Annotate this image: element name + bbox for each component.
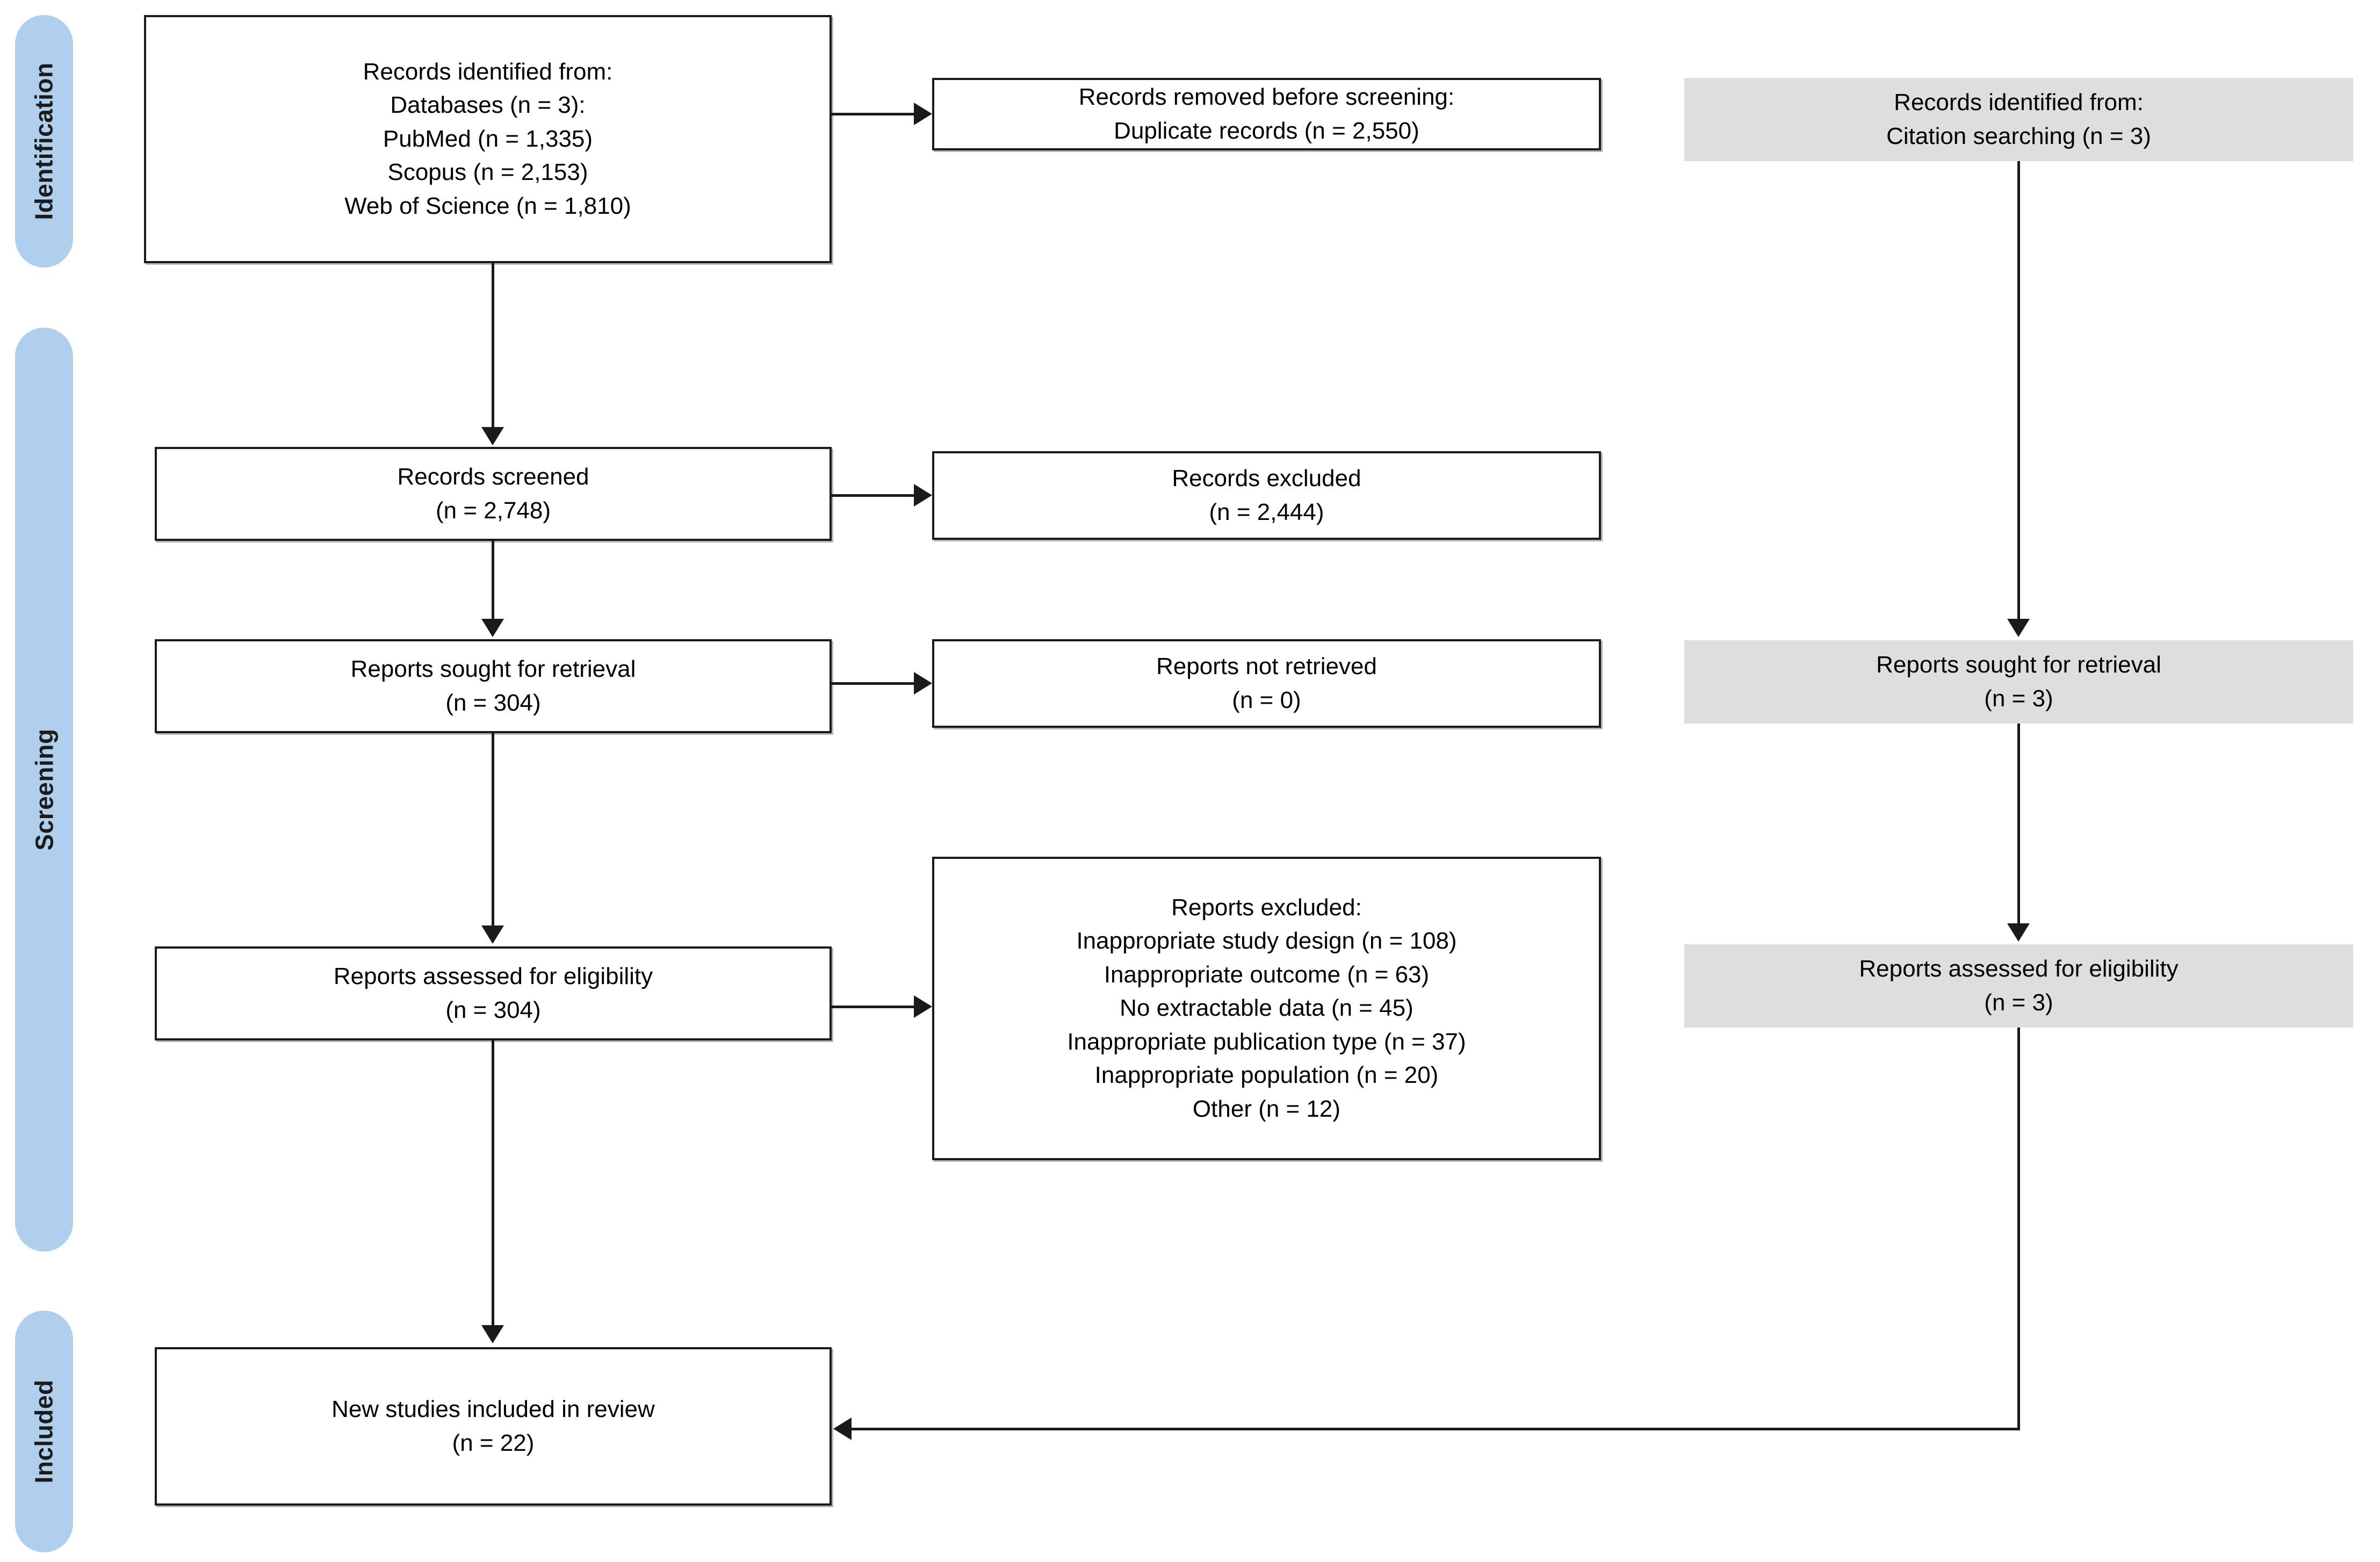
reports-excluded-line-4: Inappropriate publication type (n = 37) [1067,1028,1466,1055]
connector-identified-to-removed [832,113,915,115]
box-reports-excluded: Reports excluded: Inappropriate study de… [932,857,1601,1160]
box-records-screened: Records screened (n = 2,748) [155,447,832,541]
records-identified-citation-line-1: Citation searching (n = 3) [1886,122,2151,149]
box-reports-sought: Reports sought for retrieval (n = 304) [155,639,832,733]
connector-citation-assessed-to-included [852,1428,2019,1430]
arrow-citation-sought-to-assessed [2007,923,2030,942]
box-records-identified: Records identified from: Databases (n = … [144,15,832,263]
records-identified-citation-line-0: Records identified from: [1894,89,2144,116]
records-identified-line-0: Records identified from: [363,58,613,85]
arrow-assessed-to-included [481,1325,504,1343]
records-excluded-line-0: Records excluded [1172,465,1361,492]
records-identified-line-4: Web of Science (n = 1,810) [344,192,631,219]
reports-sought-citation-line-1: (n = 3) [1984,685,2053,712]
records-identified-line-1: Databases (n = 3): [390,92,586,119]
arrow-identified-to-removed [914,103,932,125]
reports-excluded-line-2: Inappropriate outcome (n = 63) [1104,961,1430,988]
box-reports-assessed-citation: Reports assessed for eligibility (n = 3) [1684,944,2353,1028]
box-new-studies-included: New studies included in review (n = 22) [155,1347,832,1506]
records-screened-line-1: (n = 2,748) [435,497,551,524]
records-identified-line-2: PubMed (n = 1,335) [383,125,593,152]
connector-assessed-to-included [492,1040,494,1325]
connector-assessed-to-reports-excluded [832,1006,915,1008]
arrow-screened-to-excluded [914,484,932,507]
reports-assessed-line-0: Reports assessed for eligibility [333,963,653,990]
arrow-sought-to-assessed [481,925,504,944]
reports-not-retrieved-line-0: Reports not retrieved [1156,653,1377,680]
phase-pill-included: Included [15,1311,73,1552]
reports-excluded-line-6: Other (n = 12) [1192,1095,1341,1122]
phase-label-screening: Screening [30,728,59,851]
arrow-citation-identified-to-sought [2007,619,2030,637]
connector-citation-sought-to-assessed [2017,724,2020,923]
reports-excluded-line-0: Reports excluded: [1171,894,1362,921]
box-reports-not-retrieved: Reports not retrieved (n = 0) [932,639,1601,728]
arrow-citation-to-included [833,1418,852,1440]
connector-sought-to-assessed [492,733,494,925]
box-records-removed: Records removed before screening: Duplic… [932,78,1601,150]
reports-sought-citation-line-0: Reports sought for retrieval [1876,652,2161,678]
new-studies-line-0: New studies included in review [331,1396,655,1423]
box-reports-assessed: Reports assessed for eligibility (n = 30… [155,946,832,1040]
connector-identified-to-screened [492,263,494,427]
phase-label-included: Included [30,1379,58,1484]
reports-sought-line-0: Reports sought for retrieval [350,656,636,683]
reports-sought-line-1: (n = 304) [445,689,541,716]
box-records-excluded: Records excluded (n = 2,444) [932,451,1601,540]
box-records-identified-citation: Records identified from: Citation search… [1684,78,2353,161]
arrow-sought-to-not-retrieved [914,672,932,695]
connector-citation-identified-to-sought [2017,161,2020,619]
phase-label-identification: Identification [30,62,59,220]
reports-excluded-line-3: No extractable data (n = 45) [1120,995,1413,1022]
connector-sought-to-not-retrieved [832,682,915,685]
reports-assessed-citation-line-0: Reports assessed for eligibility [1859,956,2179,982]
reports-excluded-line-5: Inappropriate population (n = 20) [1094,1062,1439,1089]
records-removed-line-1: Duplicate records (n = 2,550) [1114,117,1419,144]
records-screened-line-0: Records screened [397,464,589,490]
connector-screened-to-excluded [832,494,915,497]
connector-screened-to-sought [492,541,494,619]
new-studies-line-1: (n = 22) [452,1429,535,1456]
phase-pill-identification: Identification [15,15,73,267]
reports-excluded-line-1: Inappropriate study design (n = 108) [1076,928,1457,954]
reports-assessed-citation-line-1: (n = 3) [1984,989,2053,1016]
records-removed-line-0: Records removed before screening: [1078,84,1455,111]
records-excluded-line-1: (n = 2,444) [1209,498,1324,525]
box-reports-sought-citation: Reports sought for retrieval (n = 3) [1684,640,2353,724]
records-identified-line-3: Scopus (n = 2,153) [387,159,588,186]
connector-citation-assessed-down [2017,1028,2020,1430]
arrow-assessed-to-reports-excluded [914,995,932,1018]
arrow-screened-to-sought [481,619,504,637]
reports-assessed-line-1: (n = 304) [445,996,541,1023]
phase-pill-screening: Screening [15,328,73,1252]
arrow-identified-to-screened [481,427,504,445]
reports-not-retrieved-line-1: (n = 0) [1232,686,1301,713]
